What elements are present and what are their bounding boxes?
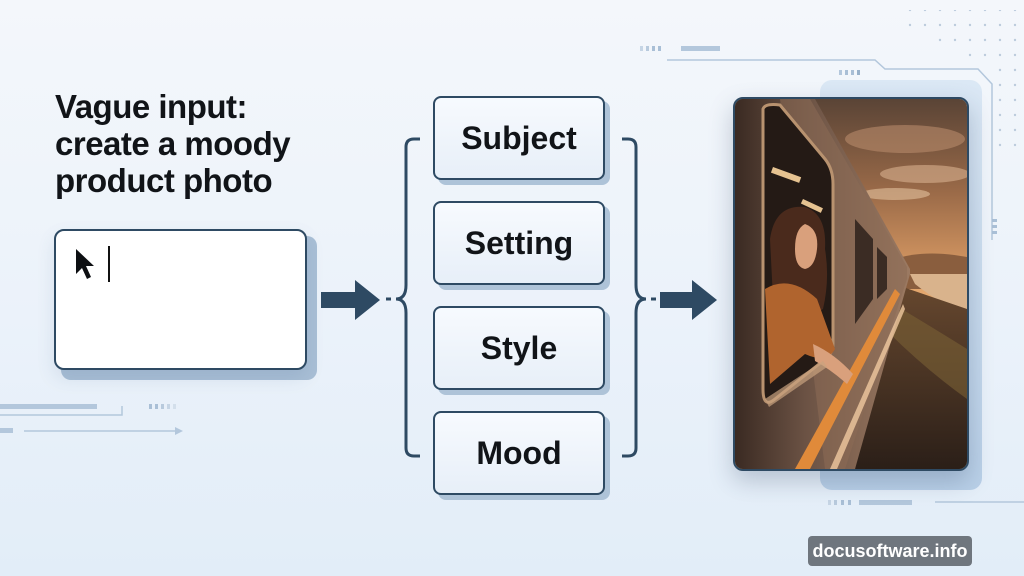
component-card-style: Style (433, 306, 605, 390)
prompt-input-box[interactable] (54, 229, 307, 370)
arrow-right-icon (660, 279, 720, 326)
component-card-subject: Subject (433, 96, 605, 180)
train-sunset-photo-icon (735, 99, 967, 469)
component-card-mood: Mood (433, 411, 605, 495)
component-label: Setting (464, 224, 574, 261)
generated-output-photo (733, 97, 969, 471)
component-card-setting: Setting (433, 201, 605, 285)
heading-line-1: Vague input: (55, 88, 248, 125)
watermark-text: docusoftware.info (812, 540, 968, 561)
heading-line-2: create a moody (55, 125, 291, 162)
component-label: Mood (476, 434, 562, 471)
watermark: docusoftware.info (808, 536, 972, 566)
heading-vague-input: Vague input: create a moody product phot… (55, 88, 355, 199)
mouse-pointer-icon (74, 248, 96, 287)
text-caret (108, 246, 110, 282)
component-label: Subject (461, 119, 577, 156)
component-label: Style (480, 329, 558, 366)
left-curly-bracket-icon (384, 135, 424, 465)
right-curly-bracket-icon (618, 135, 658, 465)
dot-grid (900, 8, 1024, 160)
heading-line-3: product photo (55, 162, 273, 199)
arrow-right-icon (321, 279, 383, 326)
